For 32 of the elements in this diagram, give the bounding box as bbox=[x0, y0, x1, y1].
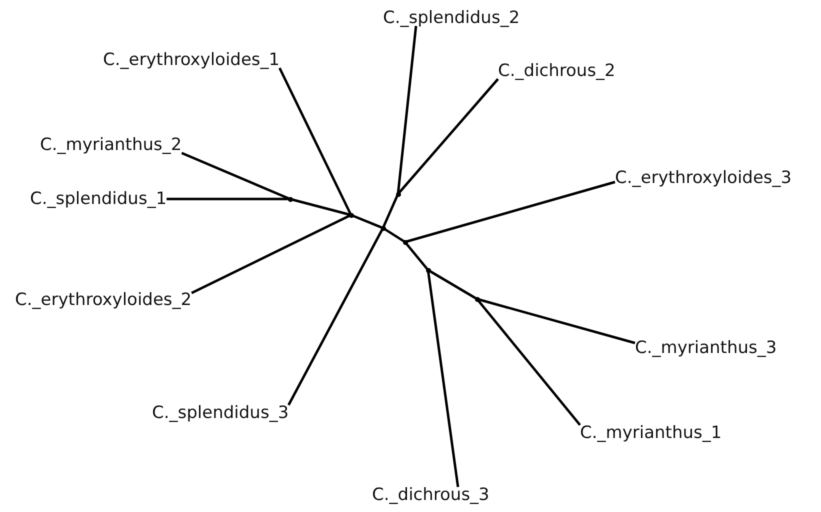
branch-node-dot bbox=[402, 240, 408, 244]
branch-line bbox=[404, 241, 429, 271]
branch-node-dot bbox=[474, 296, 480, 302]
branch-node-dot bbox=[288, 196, 292, 202]
branch-line bbox=[181, 152, 290, 200]
branch-node-dot bbox=[348, 212, 354, 218]
branch-line bbox=[191, 214, 352, 294]
branch-node-dot bbox=[380, 226, 386, 230]
taxon-label: C._myrianthus_2 bbox=[40, 135, 182, 155]
branch-node-dot bbox=[396, 192, 400, 196]
branch-line bbox=[382, 194, 400, 228]
branch-line bbox=[397, 78, 499, 195]
branch-line bbox=[288, 227, 384, 406]
branch-line bbox=[427, 268, 478, 300]
branch-node-dot bbox=[426, 268, 430, 272]
taxon-label: C._splendidus_3 bbox=[152, 403, 289, 423]
taxon-label: C._dichrous_2 bbox=[498, 61, 616, 81]
taxon-label: C._erythroxyloides_2 bbox=[15, 290, 192, 310]
taxon-label: C._erythroxyloides_1 bbox=[103, 50, 280, 70]
branch-line bbox=[166, 198, 290, 200]
branch-line bbox=[382, 226, 406, 244]
taxon-label: C._myrianthus_1 bbox=[580, 423, 722, 443]
branch-line bbox=[350, 214, 384, 230]
taxon-label: C._splendidus_2 bbox=[383, 8, 520, 28]
taxon-label: C._splendidus_1 bbox=[30, 189, 167, 209]
branch-line bbox=[278, 67, 352, 216]
branch-line bbox=[396, 26, 418, 194]
branch-line bbox=[476, 298, 581, 426]
taxon-label: C._dichrous_3 bbox=[372, 485, 490, 505]
taxon-label: C._erythroxyloides_3 bbox=[615, 168, 792, 188]
taxon-label: C._myrianthus_3 bbox=[635, 338, 777, 358]
branch-line bbox=[404, 180, 616, 244]
